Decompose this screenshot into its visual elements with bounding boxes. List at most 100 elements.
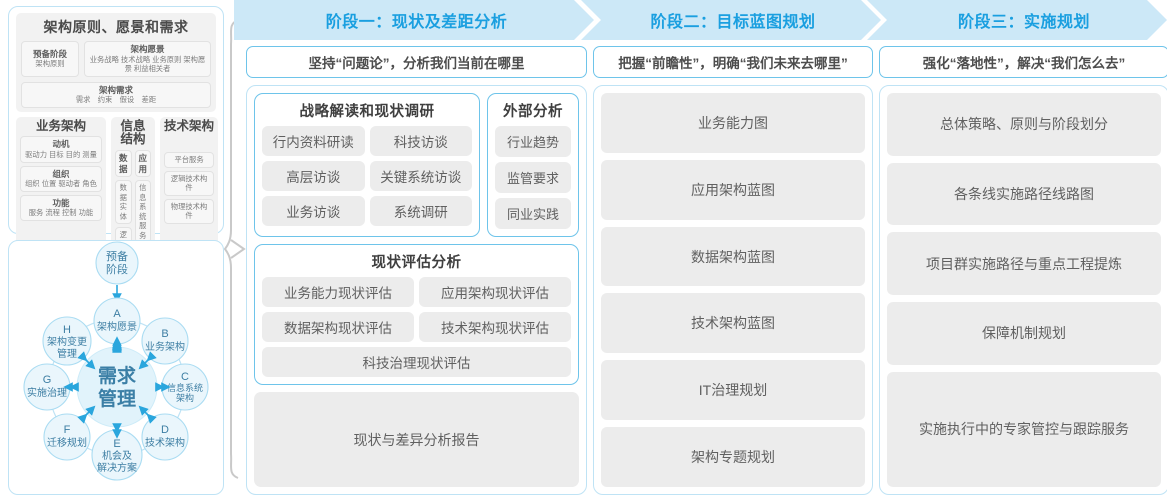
architecture-requirements-cell[interactable]: 架构需求 需求 约束 假设 差距 (21, 81, 211, 108)
external-analysis-group: 外部分析 行业趋势 监管要求 同业实践 (487, 93, 579, 237)
organization-label: 组织 (52, 168, 70, 179)
chip-overall-strategy-principles-phases[interactable]: 总体策略、原则与阶段划分 (887, 93, 1161, 156)
svg-text:B: B (161, 328, 168, 340)
phase-1-header-shape (234, 0, 594, 40)
chip-data-architecture-blueprint[interactable]: 数据架构蓝图 (601, 226, 865, 287)
architecture-requirements-label: 架构需求 (98, 84, 133, 95)
chip-system-research[interactable]: 系统调研 (369, 196, 472, 226)
chip-key-system-interview[interactable]: 关键系统访谈 (369, 161, 472, 191)
preliminary-phase-sub: 架构原则 (35, 59, 65, 69)
data-entity-label: 数据实体 (119, 183, 127, 221)
svg-text:迁移规划: 迁移规划 (47, 436, 87, 449)
business-architecture-title: 业务架构 (35, 118, 86, 133)
svg-text:技术架构: 技术架构 (145, 436, 185, 449)
data-cell[interactable]: 数据 (115, 150, 132, 178)
phase-3-body: 总体策略、原则与阶段划分 各条线实施路径线路图 项目群实施路径与重点工程提炼 保… (879, 85, 1167, 495)
svg-text:架构: 架构 (176, 392, 194, 403)
chip-technology-architecture-blueprint[interactable]: 技术架构蓝图 (601, 293, 865, 354)
preliminary-phase-cell[interactable]: 预备阶段 架构原则 (21, 41, 79, 77)
chip-technology-interview[interactable]: 科技访谈 (369, 126, 472, 156)
motivation-cell[interactable]: 动机 驱动力 目标 目的 测量 (20, 136, 102, 163)
chip-regulatory-requirement[interactable]: 监管要求 (495, 162, 571, 193)
information-system-service-cell[interactable]: 信息系统服务 (134, 180, 152, 244)
prep-vision-row: 预备阶段 架构原则 架构愿景 业务战略 技术战略 业务原则 架构愿景 利益相关者 (21, 41, 211, 77)
phase-1-top-row: 战略解读和现状调研 行内资料研读 科技访谈 高层访谈 关键系统访谈 (254, 93, 579, 237)
svg-text:G: G (43, 374, 52, 386)
svg-text:解决方案: 解决方案 (97, 461, 137, 474)
platform-service-label: 平台服务 (174, 155, 204, 165)
data-label: 数据 (119, 153, 128, 174)
svg-text:架构愿景: 架构愿景 (97, 320, 137, 333)
strategy-research-group: 战略解读和现状调研 行内资料研读 科技访谈 高层访谈 关键系统访谈 (254, 93, 480, 237)
application-cell[interactable]: 应用 (134, 150, 152, 178)
adm-center-line1: 需求 (98, 364, 137, 387)
chip-application-architecture-assessment[interactable]: 应用架构现状评估 (419, 277, 571, 307)
organization-cell[interactable]: 组织 组织 位置 驱动者 角色 (20, 165, 102, 192)
adm-cycle-svg: 需求 管理 预备 阶段 A 架构愿景 B 业务架构 C 信息系统 架构 (23, 241, 209, 481)
chip-executive-interview[interactable]: 高层访谈 (262, 161, 365, 191)
physical-technology-component-label: 物理技术构件 (170, 201, 208, 221)
adm-node-a[interactable] (93, 297, 141, 345)
phase-2-header[interactable]: 阶段二：目标蓝图规划 (581, 0, 881, 40)
external-analysis-title: 外部分析 (503, 104, 563, 120)
chip-it-governance-plan[interactable]: IT治理规划 (601, 360, 865, 421)
chip-technology-architecture-assessment[interactable]: 技术架构现状评估 (419, 312, 571, 342)
svg-text:管理: 管理 (57, 347, 77, 360)
togaf-content-framework-panel: 架构原则、愿景和需求 预备阶段 架构原则 架构愿景 业务战略 技术战略 业务原则… (8, 6, 224, 429)
platform-service-cell[interactable]: 平台服务 (164, 152, 215, 168)
chip-line-implementation-roadmap[interactable]: 各条线实施路径线路图 (887, 162, 1161, 226)
chip-business-interview[interactable]: 业务访谈 (262, 196, 365, 226)
togaf-title: 架构原则、愿景和需求 (43, 19, 189, 35)
chip-row: 数据架构现状评估 技术架构现状评估 (262, 312, 571, 342)
information-system-service-label: 信息系统服务 (139, 183, 147, 240)
organization-sub: 组织 位置 驱动者 角色 (25, 179, 97, 189)
chip-internal-material-study[interactable]: 行内资料研读 (262, 126, 365, 156)
phase-2-header-label: 阶段二：目标蓝图规划 (650, 14, 816, 31)
physical-technology-component-cell[interactable]: 物理技术构件 (164, 198, 215, 224)
chip-application-architecture-blueprint[interactable]: 应用架构蓝图 (601, 159, 865, 220)
chip-row: 高层访谈 关键系统访谈 (262, 161, 472, 191)
chip-industry-trend[interactable]: 行业趋势 (495, 126, 571, 157)
adm-node-g[interactable] (23, 363, 71, 411)
current-assessment-group: 现状评估分析 业务能力现状评估 应用架构现状评估 数据架构现状评估 技术架构现状… (254, 244, 579, 385)
architecture-vision-cell[interactable]: 架构愿景 业务战略 技术战略 业务原则 架构愿景 利益相关者 (84, 41, 211, 77)
logical-technology-component-cell[interactable]: 逻辑技术构件 (164, 170, 215, 196)
chip-tech-governance-assessment[interactable]: 科技治理现状评估 (262, 347, 571, 377)
svg-text:信息系统: 信息系统 (167, 382, 203, 393)
function-cell[interactable]: 功能 服务 流程 控制 功能 (20, 194, 102, 221)
phase-3-header-shape (867, 0, 1167, 40)
preliminary-phase-label: 预备阶段 (32, 48, 67, 59)
svg-text:架构变更: 架构变更 (47, 335, 87, 348)
phase-2-body: 业务能力图 应用架构蓝图 数据架构蓝图 技术架构蓝图 IT治理规划 架构专题规划 (593, 85, 873, 495)
adm-node-d[interactable] (141, 413, 189, 461)
chip-row: 行内资料研读 科技访谈 (262, 126, 472, 156)
technology-architecture-title: 技术架构 (164, 118, 215, 133)
chip-business-capability-map[interactable]: 业务能力图 (601, 93, 865, 153)
chip-program-path-and-key-projects[interactable]: 项目群实施路径与重点工程提炼 (887, 232, 1161, 296)
adm-node-b[interactable] (141, 317, 189, 365)
chip-business-capability-assessment[interactable]: 业务能力现状评估 (262, 277, 414, 307)
chip-expert-control-and-tracking-service[interactable]: 实施执行中的专家管控与跟踪服务 (887, 371, 1161, 488)
adm-cycle-panel: 需求 管理 预备 阶段 A 架构愿景 B 业务架构 C 信息系统 架构 (8, 240, 224, 495)
svg-text:实施治理: 实施治理 (27, 386, 67, 399)
chip-row: 科技治理现状评估 (262, 347, 571, 377)
phase-3-header[interactable]: 阶段三：实施规划 (867, 0, 1167, 40)
phase-1-header[interactable]: 阶段一：现状及差距分析 (234, 0, 594, 40)
chip-architecture-topic-plan[interactable]: 架构专题规划 (601, 427, 865, 487)
phase-3-subtitle: 强化“落地性”，解决“我们怎么去” (879, 46, 1167, 78)
architecture-principles-block: 架构原则、愿景和需求 预备阶段 架构原则 架构愿景 业务战略 技术战略 业务原则… (16, 13, 216, 112)
chip-data-architecture-assessment[interactable]: 数据架构现状评估 (262, 312, 414, 342)
chip-peer-practice[interactable]: 同业实践 (495, 198, 571, 229)
adm-node-prep[interactable] (95, 241, 139, 285)
phase-1-subtitle: 坚持“问题论”，分析我们当前在哪里 (246, 46, 587, 78)
phases-container: 阶段一：现状及差距分析 坚持“问题论”，分析我们当前在哪里 战略解读和现状调研 … (228, 0, 1167, 499)
data-entity-cell[interactable]: 数据实体 (115, 180, 132, 225)
chip-assurance-mechanism-plan[interactable]: 保障机制规划 (887, 302, 1161, 365)
architecture-requirements-sub: 需求 约束 假设 差距 (75, 95, 157, 105)
svg-text:H: H (63, 324, 71, 336)
chip-row: 业务能力现状评估 应用架构现状评估 (262, 277, 571, 307)
strategy-research-title: 战略解读和现状调研 (299, 104, 435, 120)
adm-node-f[interactable] (43, 413, 91, 461)
gap-analysis-report-chip[interactable]: 现状与差异分析报告 (254, 392, 579, 487)
architecture-vision-label: 架构愿景 (130, 44, 165, 54)
